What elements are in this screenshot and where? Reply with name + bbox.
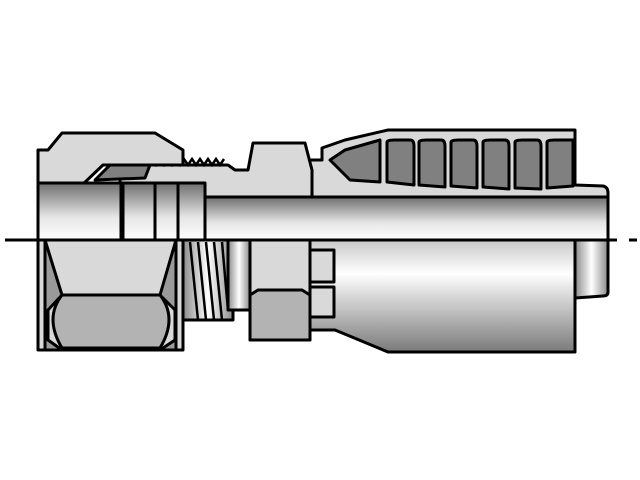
socket-section — [308, 128, 610, 199]
crimp-teeth — [385, 138, 575, 191]
tube — [36, 181, 610, 300]
nut-section — [36, 131, 185, 187]
nut-hex — [36, 238, 185, 352]
male-thread — [181, 238, 252, 322]
body-hex — [248, 238, 312, 342]
socket-exterior — [308, 238, 577, 354]
